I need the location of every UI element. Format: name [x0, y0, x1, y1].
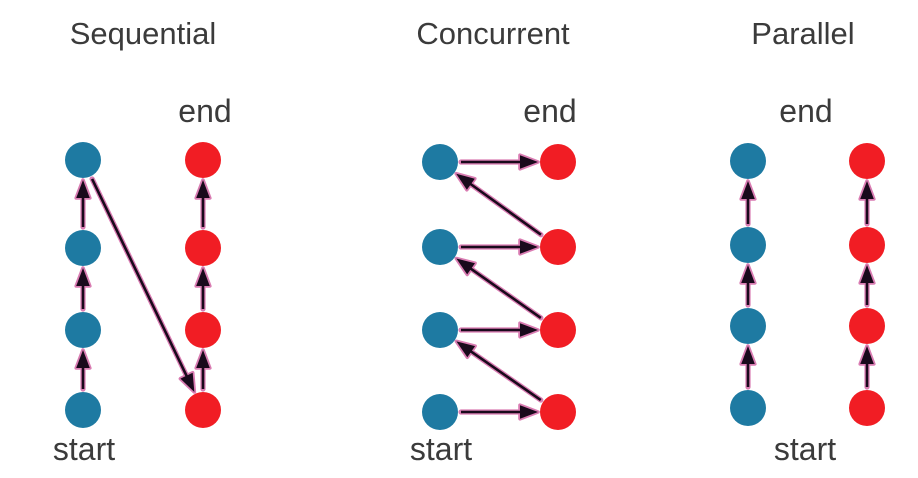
arrow-head: [741, 346, 755, 364]
red-task-dot: [540, 144, 576, 180]
arrow-head: [456, 341, 476, 358]
arrow-head: [76, 268, 90, 286]
arrow-head: [860, 181, 874, 199]
arrow-head: [520, 155, 538, 169]
arrow-head: [196, 268, 210, 286]
panel-title-parallel: Parallel: [751, 16, 855, 51]
red-task-dot: [185, 312, 221, 348]
red-task-dot: [540, 229, 576, 265]
blue-task-dot: [730, 308, 766, 344]
start-label-parallel: start: [773, 431, 837, 467]
red-task-dot: [540, 312, 576, 348]
blue-task-dot: [65, 312, 101, 348]
arrow-head: [860, 265, 874, 283]
start-label-concurrent: start: [409, 431, 473, 467]
end-label-sequential: end: [178, 93, 232, 129]
arrow-head: [456, 173, 475, 190]
arrow-head: [180, 372, 195, 392]
panel-title-concurrent: Concurrent: [416, 16, 570, 51]
red-task-dot: [849, 227, 885, 263]
arrow-head: [741, 265, 755, 283]
arrow-shaft: [90, 178, 189, 378]
panel-title-sequential: Sequential: [69, 16, 217, 51]
blue-task-dot: [730, 227, 766, 263]
arrow-head: [520, 323, 538, 337]
blue-task-dot: [422, 229, 458, 265]
blue-task-dot: [65, 142, 101, 178]
red-task-dot: [540, 394, 576, 430]
arrow-head: [860, 346, 874, 364]
arrow-head: [196, 180, 210, 198]
arrow-head: [520, 240, 538, 254]
start-label-sequential: start: [52, 431, 116, 467]
blue-task-dot: [422, 144, 458, 180]
blue-task-dot: [65, 392, 101, 428]
arrow-shaft: [469, 267, 542, 319]
red-task-dot: [849, 390, 885, 426]
arrow-head: [76, 180, 90, 198]
red-task-dot: [849, 143, 885, 179]
arrow-head: [196, 350, 210, 368]
red-task-dot: [185, 392, 221, 428]
arrow-head: [76, 350, 90, 368]
red-task-dot: [185, 230, 221, 266]
blue-task-dot: [730, 390, 766, 426]
arrow-head: [456, 258, 475, 275]
end-label-parallel: end: [779, 93, 833, 129]
end-label-concurrent: end: [523, 93, 577, 129]
red-task-dot: [849, 308, 885, 344]
arrow-shaft: [469, 350, 542, 402]
arrow-shaft: [469, 182, 542, 236]
arrow-head: [520, 405, 538, 419]
blue-task-dot: [730, 143, 766, 179]
arrow-head: [741, 181, 755, 199]
blue-task-dot: [422, 394, 458, 430]
blue-task-dot: [422, 312, 458, 348]
blue-task-dot: [65, 230, 101, 266]
red-task-dot: [185, 142, 221, 178]
